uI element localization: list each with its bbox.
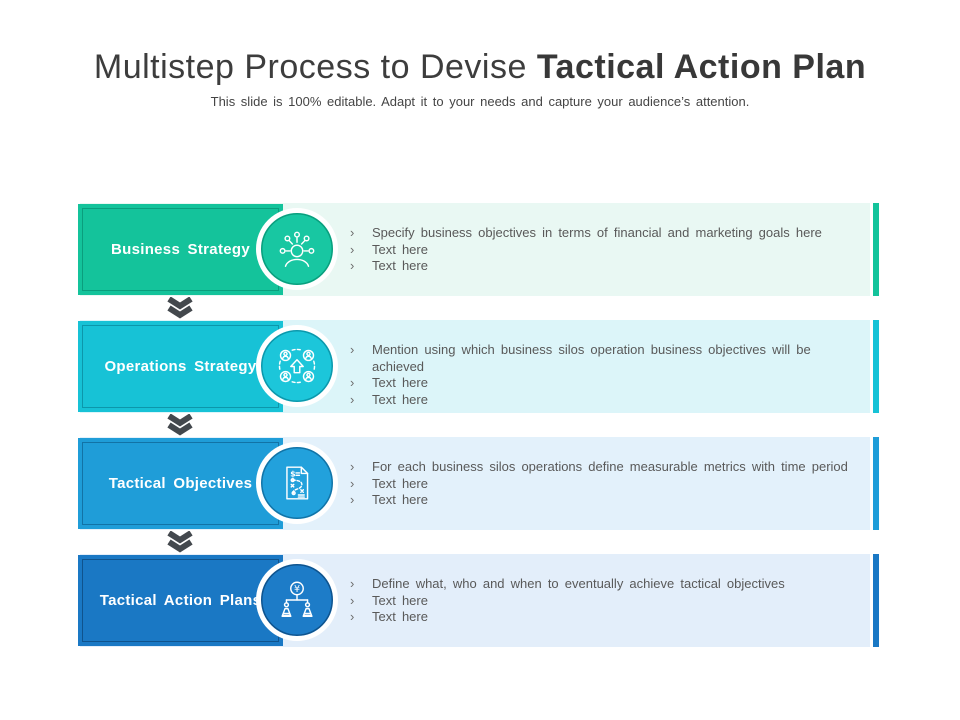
bullet-text: For each business silos operations defin… <box>372 459 848 474</box>
step-label: Tactical Objectives <box>108 475 253 492</box>
down-chevron-icon <box>165 296 195 319</box>
list-item: › Define what, who and when to eventually… <box>350 576 860 593</box>
team-cycle-icon <box>256 325 338 407</box>
step-bullet-list: › Define what, who and when to eventually… <box>350 576 860 626</box>
page-title-regular: Multistep Process to Devise <box>93 48 537 86</box>
bullet-text: Text here <box>372 592 428 608</box>
step-accent-bar <box>873 320 879 413</box>
bullet-text: Text here <box>372 609 428 624</box>
bullet-marker: › <box>350 592 355 608</box>
step-label: Tactical Action Plans <box>99 592 262 609</box>
bullet-text: Text here <box>372 241 428 257</box>
step-row-tactical-action-plans: Tactical Action Plans ¥ › Define what, wh… <box>0 554 960 647</box>
page-title-bold: Tactical Action Plan <box>536 48 867 86</box>
bullet-marker: › <box>350 342 355 357</box>
list-item: › Text here <box>350 258 860 275</box>
down-chevron-icon <box>165 530 195 553</box>
list-item: › Mention using which business silos oper… <box>350 342 860 375</box>
bullet-marker: › <box>350 241 355 257</box>
list-item: › Text here <box>350 242 860 259</box>
step-accent-bar <box>873 203 879 296</box>
list-item: › Text here <box>350 392 860 409</box>
step-bullet-list: › Specify business objectives in terms of… <box>350 225 860 275</box>
bullet-marker: › <box>350 576 355 591</box>
step-accent-bar <box>873 554 879 647</box>
bullet-text: Mention using which business silos opera… <box>372 342 811 374</box>
down-chevron-icon <box>165 413 195 436</box>
step-row-tactical-objectives: Tactical Objectives $ › For each business… <box>0 437 960 530</box>
step-label-box: Business Strategy <box>78 204 283 295</box>
bullet-text: Text here <box>372 475 428 491</box>
step-bullet-list: › For each business silos operations defi… <box>350 459 860 509</box>
step-label-box: Tactical Objectives <box>78 438 283 529</box>
svg-text:$: $ <box>290 469 295 478</box>
strategy-document-icon: $ <box>256 442 338 524</box>
bullet-marker: › <box>350 475 355 491</box>
fund-allocation-icon: ¥ <box>256 559 338 641</box>
bullet-text: Text here <box>372 258 428 273</box>
step-label: Business Strategy <box>111 241 250 258</box>
bullet-marker: › <box>350 258 355 273</box>
list-item: › For each business silos operations defi… <box>350 459 860 476</box>
page-subtitle: This slide is 100% editable. Adapt it to… <box>210 94 750 109</box>
step-label-box: Operations Strategy <box>78 321 283 412</box>
bullet-marker: › <box>350 375 355 390</box>
step-bullet-list: › Mention using which business silos oper… <box>350 342 860 408</box>
list-item: › Text here <box>350 593 860 610</box>
step-label: Operations Strategy <box>104 358 257 375</box>
step-accent-bar <box>873 437 879 530</box>
bullet-marker: › <box>350 225 355 240</box>
bullet-text: Text here <box>372 492 428 507</box>
list-item: › Text here <box>350 492 860 509</box>
bullet-marker: › <box>350 492 355 507</box>
svg-text:¥: ¥ <box>294 584 300 595</box>
bullet-text: Text here <box>372 375 428 390</box>
list-item: › Text here <box>350 476 860 493</box>
bullet-marker: › <box>350 459 355 474</box>
bullet-marker: › <box>350 609 355 624</box>
bullet-text: Specify business objectives in terms of … <box>372 225 822 240</box>
list-item: › Specify business objectives in terms of… <box>350 225 860 242</box>
page-title: Multistep Process to Devise Tactical Act… <box>0 48 960 87</box>
step-label-box: Tactical Action Plans <box>78 555 283 646</box>
bullet-marker: › <box>350 391 355 407</box>
list-item: › Text here <box>350 375 860 392</box>
bullet-text: Text here <box>372 391 428 407</box>
step-row-operations-strategy: Operations Strategy › Mention using which… <box>0 320 960 413</box>
step-row-business-strategy: Business Strategy › Specify business obje… <box>0 203 960 296</box>
person-network-icon <box>256 208 338 290</box>
list-item: › Text here <box>350 609 860 626</box>
bullet-text: Define what, who and when to eventually … <box>372 576 785 591</box>
